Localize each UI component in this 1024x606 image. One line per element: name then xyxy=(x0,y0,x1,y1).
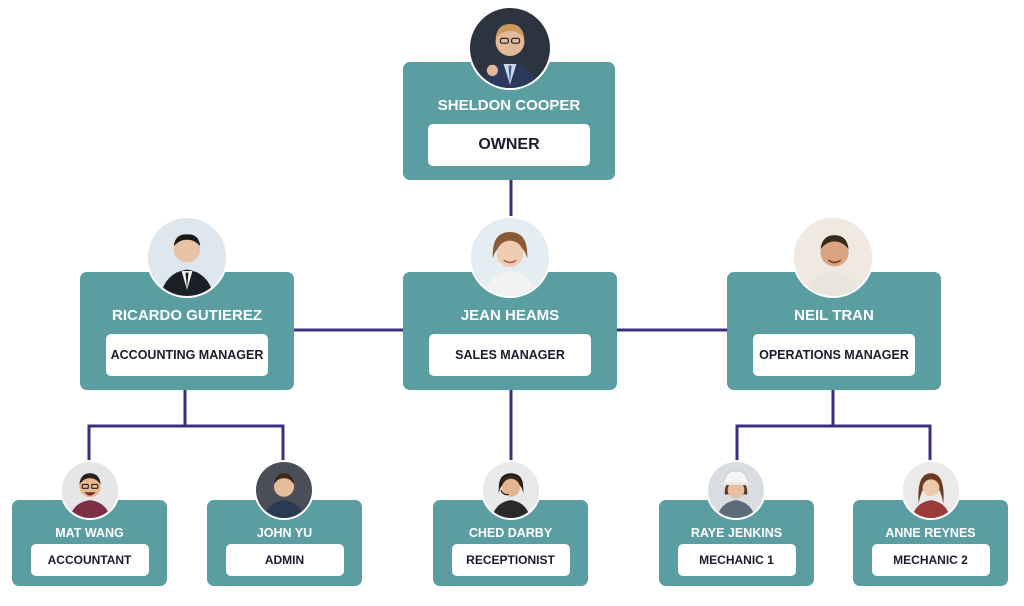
woman-hardhat-avatar-icon xyxy=(708,462,764,518)
person-name: RICARDO GUTIEREZ xyxy=(112,307,262,324)
man-laughing-glasses-avatar-icon xyxy=(62,462,118,518)
person-name: MAT WANG xyxy=(55,526,124,540)
businessman-suit-avatar-icon xyxy=(148,218,226,296)
org-card-owner[interactable]: SHELDON COOPER OWNER xyxy=(403,62,615,180)
young-man-avatar-icon xyxy=(256,462,312,518)
role-label: MECHANIC 1 xyxy=(677,544,796,576)
person-name: RAYE JENKINS xyxy=(690,526,783,540)
connector-accounting-branch xyxy=(87,424,285,500)
person-name: CHED DARBY xyxy=(468,526,553,540)
role-label: OWNER xyxy=(428,124,590,166)
person-name: JOHN YU xyxy=(256,526,313,540)
role-label: OPERATIONS MANAGER xyxy=(753,334,915,376)
person-name: JEAN HEAMS xyxy=(460,307,560,324)
org-card-mechanic-1[interactable]: RAYE JENKINS MECHANIC 1 xyxy=(659,500,814,586)
role-label: RECEPTIONIST xyxy=(451,544,570,576)
role-label: MECHANIC 2 xyxy=(871,544,990,576)
man-smiling-avatar-icon xyxy=(794,218,872,296)
person-name: NEIL TRAN xyxy=(794,307,874,324)
role-label: ACCOUNTING MANAGER xyxy=(106,334,268,376)
org-card-operations-manager[interactable]: NEIL TRAN OPERATIONS MANAGER xyxy=(727,272,941,390)
businessman-glasses-avatar-icon xyxy=(470,8,550,88)
person-name: SHELDON COOPER xyxy=(437,97,581,114)
woman-headset-avatar-icon xyxy=(483,462,539,518)
person-name: ANNE REYNES xyxy=(885,526,976,540)
role-label: ADMIN xyxy=(225,544,344,576)
woman-smiling-avatar-icon xyxy=(471,218,549,296)
role-label: SALES MANAGER xyxy=(429,334,591,376)
connector-operations-branch xyxy=(735,424,932,500)
woman-longhair-avatar-icon xyxy=(903,462,959,518)
role-label: ACCOUNTANT xyxy=(30,544,149,576)
